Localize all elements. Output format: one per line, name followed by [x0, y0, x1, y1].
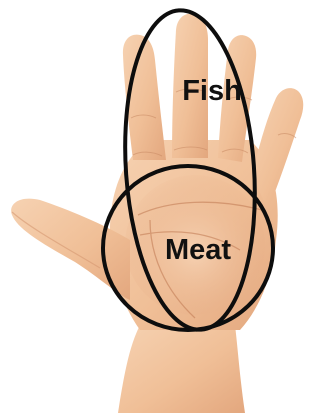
wrist	[118, 325, 245, 413]
pinky-finger	[252, 88, 303, 210]
meat-label: Meat	[165, 234, 231, 266]
fish-label: Fish	[182, 75, 242, 107]
